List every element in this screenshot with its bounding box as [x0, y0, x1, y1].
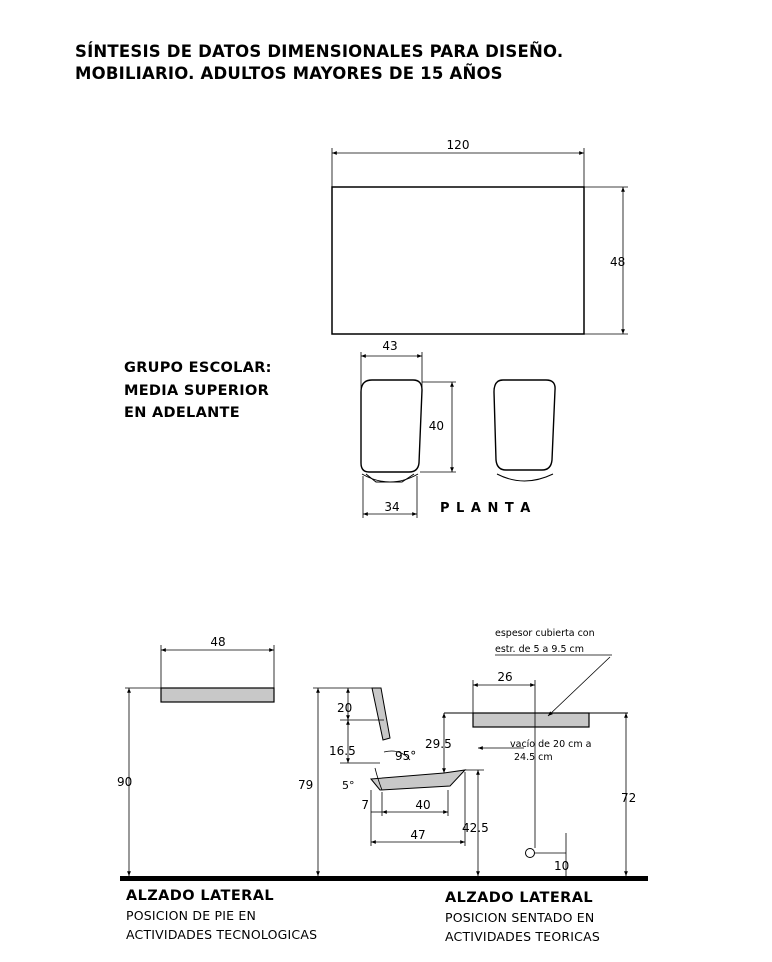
angle-seat-label: 5°: [342, 779, 355, 792]
chair-backrest: [371, 687, 391, 741]
plan-chair-left: [360, 379, 423, 473]
backrest-height-label: 20: [337, 701, 352, 715]
thickness-leader: [547, 656, 611, 717]
elevation-right-sub-2: ACTIVIDADES TEORICAS: [445, 929, 600, 944]
desk-height-label: 72: [621, 791, 636, 805]
plan-seat-width-label: 43: [382, 339, 397, 353]
elevation-right-sub-1: POSICION SENTADO EN: [445, 910, 595, 925]
seat-depth-label: 40: [415, 798, 430, 812]
elevation-left-sub-1: POSICION DE PIE EN: [126, 908, 257, 923]
seat-total-depth-label: 47: [410, 828, 425, 842]
plan-seat-front-label: 34: [384, 500, 399, 514]
standing-worktop: [160, 687, 275, 703]
group-label-line-2: MEDIA SUPERIOR: [124, 383, 270, 399]
void-note-line-2: 24.5 cm: [514, 752, 553, 763]
plan-label: P L A N T A: [440, 501, 531, 516]
plan-width-label: 120: [447, 138, 470, 152]
plan-seat-depth-label: 40: [429, 419, 444, 433]
plan-view: 120 48 43 40 34 P L A N T A: [331, 138, 628, 518]
page-title-line-1: SÍNTESIS DE DATOS DIMENSIONALES PARA DIS…: [75, 42, 564, 61]
thickness-note-line-1: espesor cubierta con: [495, 628, 595, 639]
seat-height-label: 42.5: [462, 821, 489, 835]
seated-desk-top: [472, 712, 590, 728]
elevation-left-sub-2: ACTIVIDADES TECNOLOGICAS: [126, 927, 318, 942]
standing-height-label: 90: [117, 775, 132, 789]
floor-line: [120, 876, 648, 881]
chair-seat: [370, 769, 467, 791]
elevation-left: 48 90: [117, 635, 275, 876]
foot-circle: [525, 848, 535, 858]
desk-depth-label: 26: [497, 670, 512, 684]
plan-chair-right: [493, 379, 556, 471]
foot-height-label: 10: [554, 859, 569, 873]
angle-back-label: 95°: [395, 749, 416, 763]
total-height-label: 79: [298, 778, 313, 792]
plan-depth-label: 48: [610, 255, 625, 269]
backrest-gap-label: 16.5: [329, 744, 356, 758]
thickness-note-line-2: estr. de 5 a 9.5 cm: [495, 644, 584, 655]
standing-depth-label: 48: [210, 635, 225, 649]
elevation-right-title: ALZADO LATERAL: [445, 890, 593, 906]
elevation-right: 95° 5° 20 16.5 79 7 40 47 42.5: [298, 628, 636, 876]
page-title-line-2: MOBILIARIO. ADULTOS MAYORES DE 15 AÑOS: [75, 64, 503, 83]
backrest-seat-label: 29.5: [425, 737, 452, 751]
elevation-left-title: ALZADO LATERAL: [126, 888, 274, 904]
seat-offset-label: 7: [361, 798, 369, 812]
group-label-line-3: EN ADELANTE: [124, 405, 240, 421]
void-note-line-1: vacío de 20 cm a: [510, 739, 591, 750]
group-label-line-1: GRUPO ESCOLAR:: [124, 360, 272, 376]
plan-table-rect: [331, 186, 585, 335]
